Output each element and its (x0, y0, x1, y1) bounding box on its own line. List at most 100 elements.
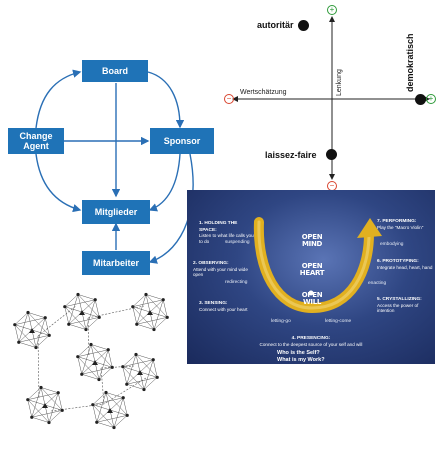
u-shape-arrow (253, 217, 382, 314)
bridge-edge (103, 377, 147, 405)
network-node (131, 305, 135, 309)
cluster-edge (132, 299, 164, 307)
network-node (26, 310, 30, 315)
open-heart-text: OPEN HEART (299, 262, 325, 277)
style-grid-axes (232, 16, 430, 180)
cluster-edge (68, 294, 79, 325)
prototyping-title: 6. PROTOTYPING: (377, 259, 419, 264)
cluster-edge (105, 392, 124, 399)
presencing-desc: Connect to the deepest source of your se… (259, 341, 363, 347)
cluster-edge (64, 299, 96, 307)
network-node (95, 420, 99, 424)
cluster-edge (14, 324, 20, 343)
cluster-marker (107, 408, 113, 413)
cluster-edge (96, 421, 115, 428)
observing-text: 2. OBSERVING: Attend with your mind wide… (193, 260, 249, 278)
network-node (30, 415, 34, 419)
presencing-text: 4. PRESENCING: Connect to the deepest so… (251, 335, 371, 347)
network-node (80, 372, 84, 376)
cluster-edge (113, 397, 124, 428)
prototyping-desc: Integrate head, heart, hand (377, 264, 433, 270)
cluster-edge (143, 359, 154, 390)
open-mind-text: OPEN MIND (301, 233, 323, 248)
network-node (34, 345, 38, 350)
cluster-edge (44, 317, 50, 336)
bridge-edge (50, 403, 105, 412)
network-node (43, 316, 47, 320)
network-node (142, 387, 146, 392)
cluster-edge (122, 354, 137, 367)
network-node (26, 398, 30, 402)
network-node (67, 322, 71, 326)
demokratisch-label: demokratisch (405, 33, 415, 92)
cluster-edge (113, 415, 128, 428)
network-node (13, 323, 17, 327)
cluster-edge (145, 294, 164, 301)
cluster-edge (64, 306, 70, 325)
wertschaetzung-label: Wertschätzung (240, 89, 287, 96)
enacting-label: enacting (368, 281, 387, 286)
holding-title: 1. HOLDING THE SPACE: (199, 221, 238, 233)
embodying-label: embodying (380, 242, 404, 247)
observing-title: 2. OBSERVING: (193, 261, 229, 266)
performing-text: 7. PERFORMING: Play the "Macro Violin" (377, 218, 433, 230)
cluster-edge (92, 392, 107, 405)
cluster-marker (137, 370, 143, 375)
network-node (97, 315, 101, 319)
cluster-edge (94, 299, 100, 318)
network-node (112, 425, 116, 430)
network-graph-icon (13, 292, 169, 430)
cluster-edge (126, 383, 145, 390)
network-node (104, 390, 108, 395)
cluster-edge (122, 366, 128, 385)
cluster-edge (64, 294, 79, 307)
cluster-edge (68, 323, 87, 330)
cluster-marker (92, 360, 98, 365)
suspending-label: suspending (225, 240, 250, 245)
bridge-edge (37, 305, 77, 337)
cluster-edge (126, 354, 137, 385)
cluster-edge (14, 312, 29, 325)
observing-desc: Attend with your mind wide open (193, 266, 248, 278)
cluster-marker (147, 310, 153, 315)
question-self: Who is the Self? (277, 350, 320, 356)
network-node (60, 408, 64, 412)
cluster-edge (81, 344, 92, 375)
cluster-edge (90, 344, 109, 351)
performing-desc: Play the "Macro Violin" (377, 224, 424, 230)
cluster-edge (40, 387, 59, 394)
plus-icon-top: + (327, 5, 337, 15)
cluster-edge (31, 416, 50, 423)
network-node (76, 355, 80, 359)
network-node (56, 391, 60, 395)
minus-icon-left: − (224, 94, 234, 104)
cluster-edge (35, 317, 46, 348)
cluster-edge (122, 359, 154, 367)
bridge-edge (100, 365, 135, 369)
change-agent-box: Change Agent (8, 128, 64, 154)
network-node (155, 375, 159, 379)
open-will-text: OPEN WILL (301, 291, 323, 306)
cluster-marker (29, 328, 35, 333)
network-node (97, 377, 101, 382)
cluster-edge (27, 392, 59, 400)
cluster-edge (132, 306, 138, 325)
network-node (63, 305, 67, 309)
bridge-edge (100, 367, 105, 405)
cluster-edge (81, 373, 100, 380)
cluster-edge (27, 399, 33, 418)
network-node (93, 298, 97, 302)
theory-u-panel: 1. HOLDING THE SPACE: Listen to what lif… (187, 190, 435, 364)
network-node (76, 292, 80, 297)
mitarbeiter-box: Mitarbeiter (82, 251, 150, 275)
autoritaer-dot (298, 20, 309, 31)
sensing-title: 3. SENSING: (199, 301, 228, 306)
network-node (89, 342, 93, 347)
lenkung-label: Lenkung (336, 69, 343, 96)
network-node (152, 327, 156, 332)
crystallizing-text: 5. CRYSTALLIZING: Access the power of in… (377, 296, 433, 314)
sensing-text: 3. SENSING: Connect with your heart (199, 300, 251, 312)
cluster-edge (152, 359, 158, 378)
cluster-edge (85, 317, 100, 330)
cluster-marker (79, 310, 85, 315)
